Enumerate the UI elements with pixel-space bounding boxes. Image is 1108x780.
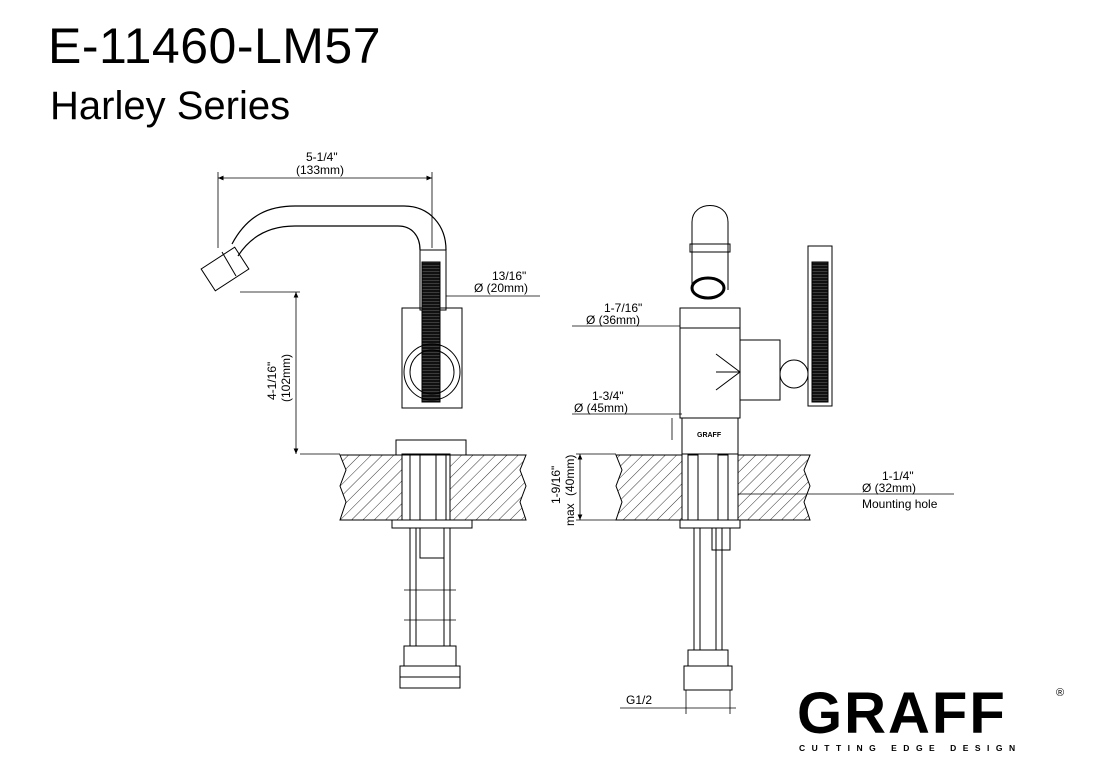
dim-handle-in: 13/16"	[492, 269, 526, 283]
side-view	[200, 205, 527, 689]
dim-body-mm: Ø (36mm)	[586, 313, 640, 327]
brand-registered: ®	[1056, 687, 1064, 699]
front-view	[615, 205, 833, 691]
dim-base-mm: Ø (45mm)	[574, 401, 628, 415]
dim-width-in: 5-1/4"	[306, 150, 338, 164]
dim-hole-in: 1-1/4"	[882, 469, 914, 483]
dim-handle-mm: Ø (20mm)	[474, 281, 528, 295]
dim-deck-max: max	[563, 503, 577, 526]
dim-height-mm: (102mm)	[279, 354, 293, 402]
model-number: E-11460-LM57	[48, 18, 382, 74]
dim-base-in: 1-3/4"	[592, 389, 624, 403]
dim-thread: G1/2	[626, 693, 652, 707]
dim-hole-label: Mounting hole	[862, 497, 938, 511]
brand-tagline: CUTTING EDGE DESIGN	[799, 743, 1022, 753]
dim-deck-in: 1-9/16"	[549, 466, 563, 504]
dim-width-mm: (133mm)	[296, 163, 344, 177]
brand-name: GRAFF	[797, 681, 1007, 746]
dim-hole-mm: Ø (32mm)	[862, 481, 916, 495]
dim-deck-mm: (40mm)	[563, 455, 577, 496]
side-view-dimensions	[217, 172, 540, 455]
brand-logo: GRAFF ® CUTTING EDGE DESIGN	[797, 681, 1064, 753]
dim-body-in: 1-7/16"	[604, 301, 642, 315]
front-view-dimensions	[572, 325, 954, 714]
series-name: Harley Series	[50, 84, 291, 128]
base-stamp: GRAFF	[697, 432, 722, 439]
dim-height-in: 4-1/16"	[265, 362, 279, 400]
